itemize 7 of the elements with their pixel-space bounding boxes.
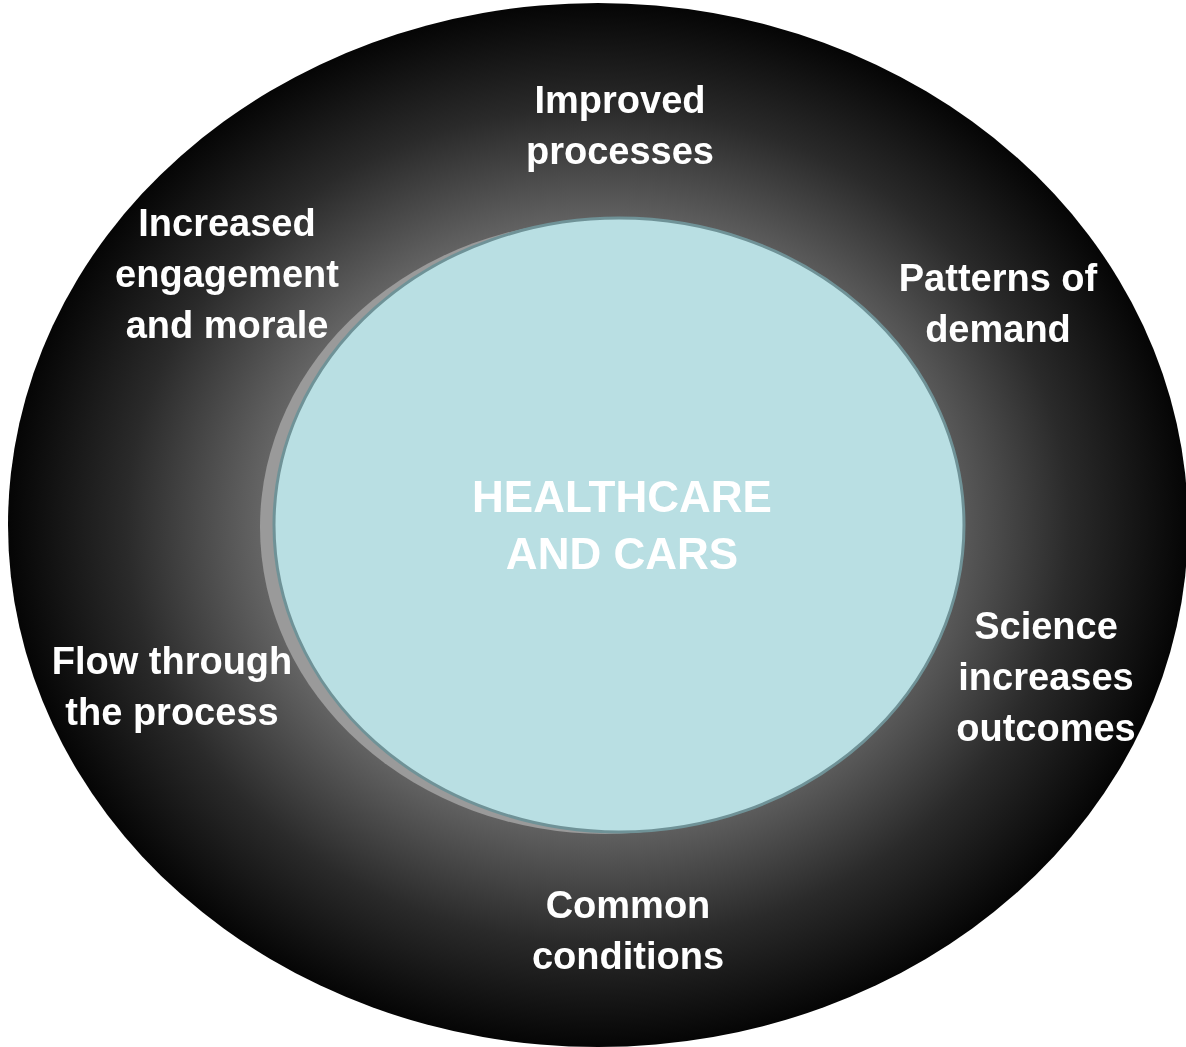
ring-label: Improved processes — [525, 78, 715, 174]
ring-label: Flow through the process — [50, 639, 294, 735]
ring-label: Common conditions — [530, 883, 726, 979]
ring-label: Increased engagement and morale — [114, 201, 340, 348]
ring-label: Patterns of demand — [897, 256, 1099, 352]
center-label: HEALTHCARE AND CARS — [472, 471, 772, 580]
ring-label: Science increases outcomes — [955, 604, 1137, 751]
